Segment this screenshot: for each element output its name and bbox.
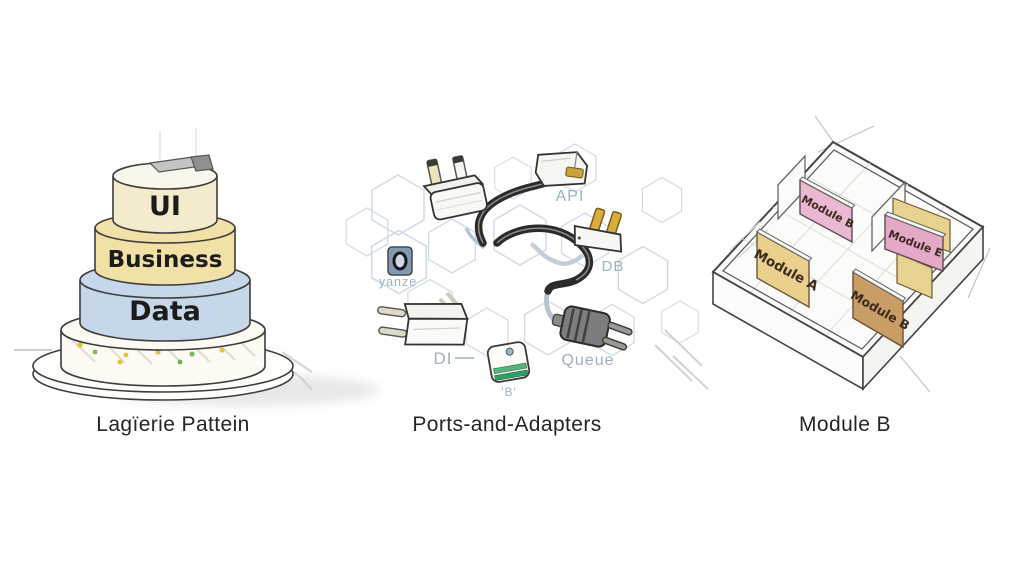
di-prong-top bbox=[376, 306, 407, 318]
ui-side bbox=[112, 176, 218, 234]
topper-guides bbox=[159, 128, 197, 160]
di-prong-bottom bbox=[378, 326, 408, 338]
queue-plug bbox=[551, 305, 633, 351]
wall-module-b-bottom bbox=[852, 268, 907, 349]
queue-prong-top bbox=[607, 321, 633, 336]
tier-ui-label: UI bbox=[149, 191, 181, 222]
prong-left-cap bbox=[426, 158, 438, 167]
caption-layered: Lagïerie Pattein bbox=[96, 413, 250, 436]
plug-body bbox=[429, 182, 488, 221]
di-label: DI bbox=[434, 349, 453, 368]
zero-label: yanze bbox=[379, 275, 417, 289]
tier-data-label: Data bbox=[129, 296, 201, 327]
plug-top-face bbox=[422, 174, 485, 196]
queue-prong-bottom bbox=[601, 336, 628, 351]
di-body-front bbox=[404, 317, 469, 346]
prong-right-cap bbox=[452, 155, 464, 164]
db-body bbox=[573, 224, 623, 253]
queue-label: Queue bbox=[561, 352, 614, 369]
api-port bbox=[565, 166, 584, 179]
b-label: 'B' bbox=[501, 385, 517, 399]
wall-cap bbox=[799, 176, 856, 209]
wall-module-b-top bbox=[799, 176, 856, 244]
module-rooms-illustration: Module B Module E Module A Module B bbox=[654, 115, 991, 393]
uk-plug bbox=[422, 155, 488, 221]
business-side bbox=[94, 228, 236, 286]
wall-cap bbox=[852, 268, 907, 302]
caption-ports: Ports-and-Adapters bbox=[412, 413, 601, 436]
api-label: API bbox=[556, 188, 585, 205]
caption-modules: Module B bbox=[799, 413, 891, 436]
db-plug bbox=[573, 207, 623, 253]
tier-ui: UI bbox=[112, 162, 218, 234]
port-labels: API DB Queue DI 'B' yanze bbox=[379, 188, 625, 399]
layered-cake-illustration: Data Business UI bbox=[14, 128, 380, 406]
ports-adapters-illustration: API DB Queue DI 'B' yanze bbox=[345, 143, 699, 399]
cable-api-highlight bbox=[477, 179, 554, 244]
api-connector bbox=[534, 151, 589, 187]
di-plug bbox=[376, 302, 469, 346]
cable-db bbox=[529, 241, 585, 266]
captions: Lagïerie Pattein Ports-and-Adapters Modu… bbox=[96, 413, 891, 436]
wall-cap bbox=[884, 211, 947, 238]
tier-business-label: Business bbox=[108, 247, 223, 273]
db-label: DB bbox=[602, 258, 625, 275]
cake-topper bbox=[148, 128, 214, 173]
topper-step bbox=[190, 154, 214, 172]
zero-icon bbox=[387, 246, 413, 276]
wall-module-a bbox=[756, 228, 813, 309]
shading-strokes bbox=[654, 329, 709, 390]
b-adapter bbox=[486, 341, 531, 383]
wall-module-e bbox=[884, 211, 947, 273]
wall-cap bbox=[756, 228, 813, 262]
